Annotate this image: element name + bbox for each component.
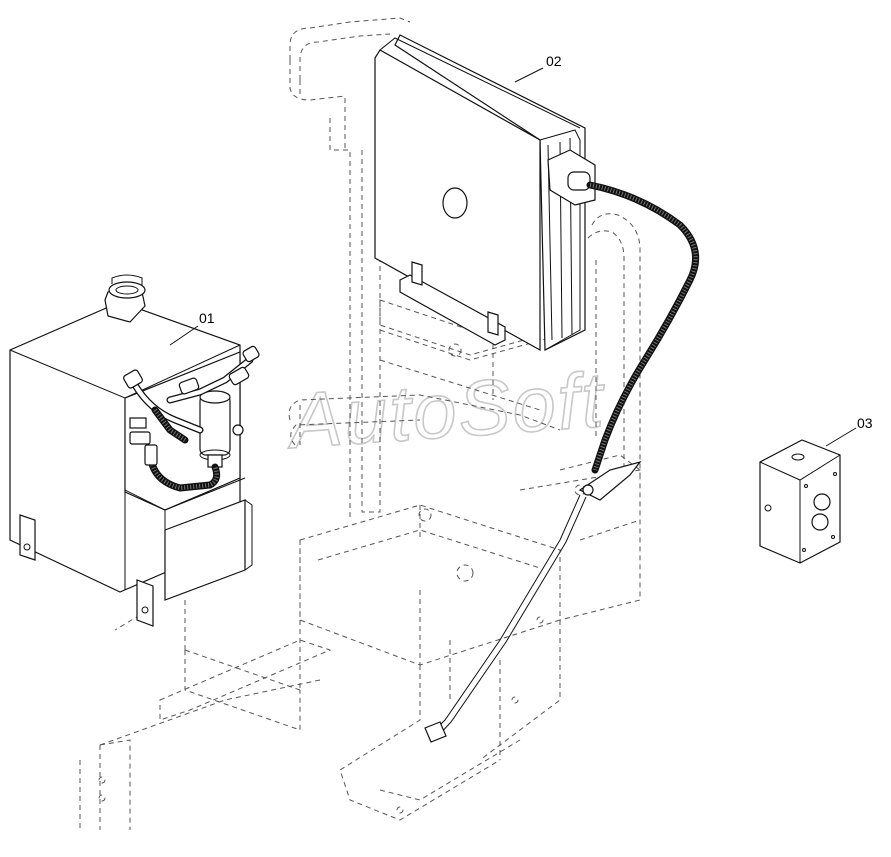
callout-03-label: 03 bbox=[857, 415, 873, 431]
callout-02-leader bbox=[514, 67, 544, 83]
watermark: AutoSoft bbox=[283, 355, 609, 465]
callout-02-label: 02 bbox=[546, 53, 562, 69]
part-03-switch-box: 03 bbox=[759, 415, 873, 564]
callout-01-label: 01 bbox=[199, 310, 215, 326]
callout-01-leader bbox=[169, 325, 199, 346]
callout-03-leader bbox=[825, 427, 857, 447]
part-02-controller-module: 02 bbox=[374, 34, 700, 743]
part-01-hydraulic-tank: 01 bbox=[9, 274, 260, 627]
